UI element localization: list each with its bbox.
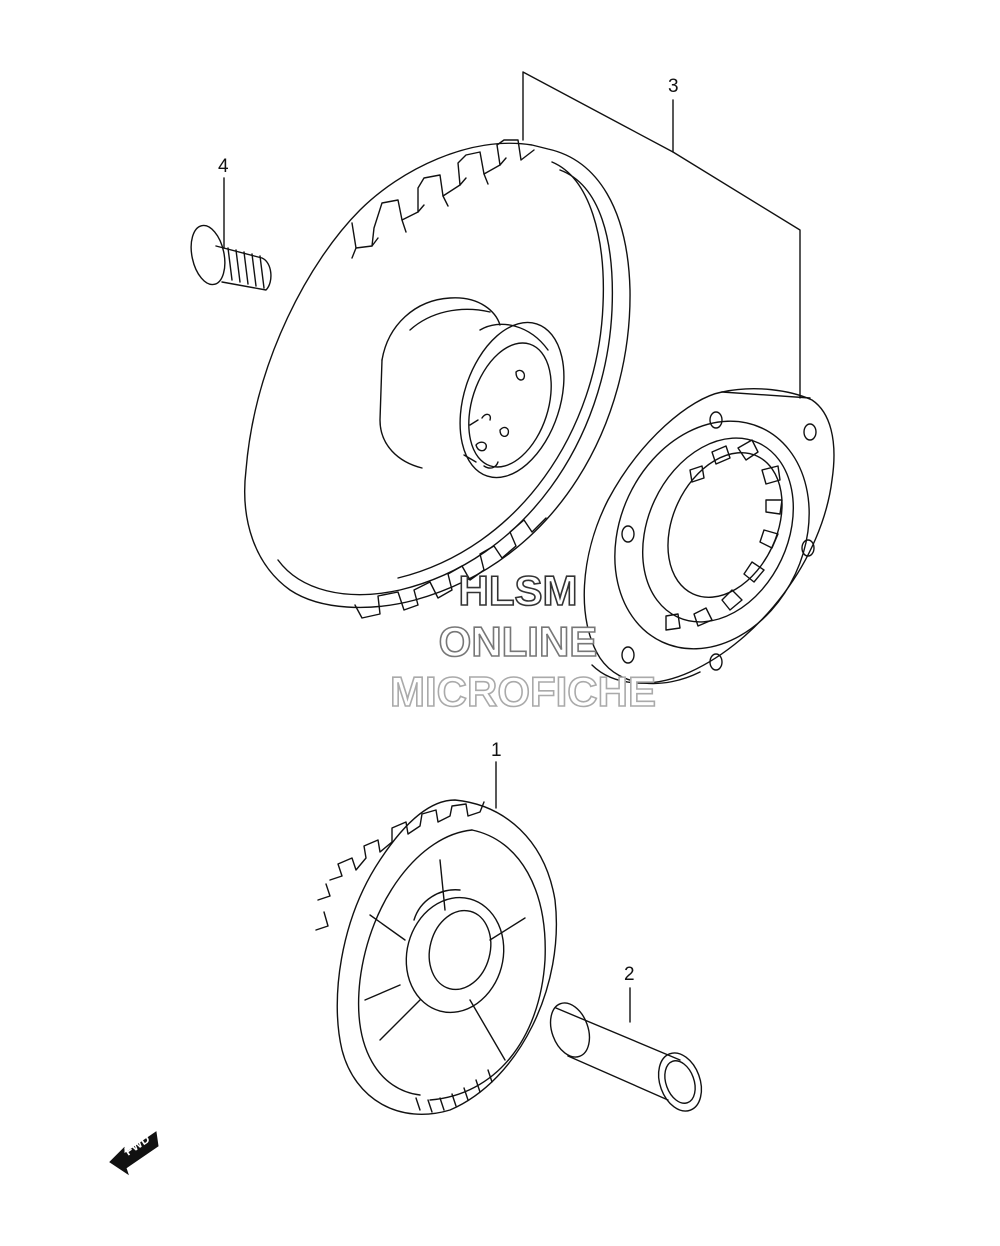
- shaft-part-2: [544, 998, 710, 1117]
- fwd-arrow-icon: FWD: [109, 1131, 159, 1176]
- reduction-gear: [316, 800, 556, 1114]
- leader-lines: [224, 72, 800, 1022]
- callout-part-1: 1: [491, 740, 502, 761]
- leader-line-3b: [673, 152, 800, 398]
- watermark-line-2: ONLINE: [439, 618, 598, 665]
- callout-part-2: 2: [624, 964, 635, 985]
- watermark-line-1: HLSM: [459, 567, 578, 614]
- watermark: HLSM ONLINE MICROFICHE: [389, 566, 657, 716]
- one-way-clutch: [579, 389, 845, 684]
- starter-clutch-gear: [245, 140, 630, 618]
- bolt-part-4: [186, 222, 271, 290]
- watermark-line-3: MICROFICHE: [390, 668, 656, 715]
- callout-part-4: 4: [218, 156, 229, 177]
- callout-part-3: 3: [668, 76, 679, 97]
- leader-line-3: [523, 72, 673, 152]
